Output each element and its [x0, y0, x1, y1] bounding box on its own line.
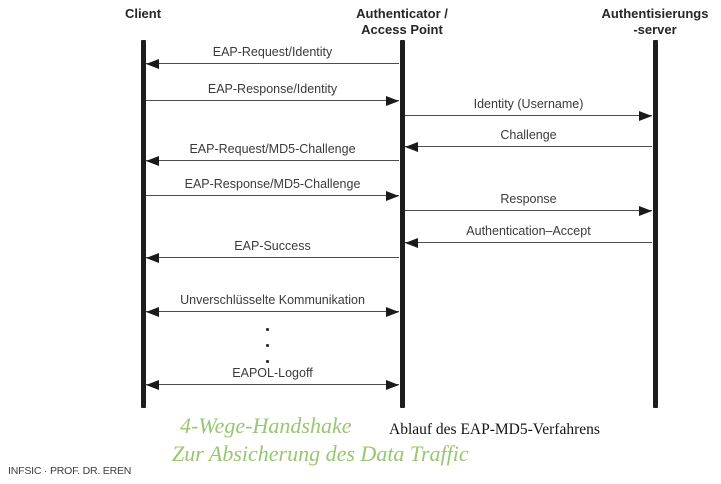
message-line — [146, 100, 399, 101]
message-label: EAP-Request/Identity — [212, 45, 333, 59]
message-label: Authentication–Accept — [466, 224, 591, 238]
message-label: EAP-Request/MD5-Challenge — [189, 142, 356, 156]
lifeline-authenticator — [399, 40, 405, 408]
message-line — [146, 311, 399, 312]
message-label: Response — [500, 192, 557, 206]
arrowhead-right-icon — [386, 95, 399, 106]
diagram-caption: Ablauf des EAP-MD5-Verfahrens — [389, 421, 600, 438]
handshake-caption-line2: Zur Absicherung des Data Traffic — [172, 441, 469, 466]
arrowhead-right-icon — [639, 110, 652, 121]
message-line — [146, 63, 399, 64]
message-label: EAPOL-Logoff — [232, 366, 313, 380]
message-line — [146, 257, 399, 258]
footer-author: INFSIC · PROF. DR. EREN — [8, 465, 132, 477]
arrowhead-right-icon — [639, 205, 652, 216]
arrowhead-right-icon — [386, 379, 399, 390]
actor-label-auth-server: Authentisierungs-server — [601, 6, 709, 37]
arrowhead-left-icon — [405, 141, 418, 152]
ellipsis-dot — [266, 360, 269, 363]
message-line — [146, 384, 399, 385]
message-label: EAP-Response/MD5-Challenge — [184, 177, 361, 191]
lifeline-auth-server — [652, 40, 658, 408]
message-line — [146, 160, 399, 161]
arrowhead-left-icon — [405, 237, 418, 248]
message-label: Unverschlüsselte Kommunikation — [180, 293, 365, 307]
ellipsis-dot — [266, 328, 269, 331]
message-line — [405, 242, 652, 243]
message-line — [405, 210, 652, 211]
message-label: Challenge — [500, 128, 557, 142]
arrowhead-right-icon — [386, 306, 399, 317]
arrowhead-left-icon — [146, 306, 159, 317]
lifeline-client — [140, 40, 146, 408]
arrowhead-left-icon — [146, 58, 159, 69]
actor-label-authenticator: Authenticator /Access Point — [356, 6, 448, 37]
message-label: EAP-Response/Identity — [207, 82, 338, 96]
arrowhead-right-icon — [386, 190, 399, 201]
message-line — [405, 146, 652, 147]
actor-label-client: Client — [124, 6, 162, 21]
ellipsis-dot — [266, 344, 269, 347]
message-line — [405, 115, 652, 116]
arrowhead-left-icon — [146, 379, 159, 390]
arrowhead-left-icon — [146, 252, 159, 263]
handshake-caption-line1: 4-Wege-Handshake — [180, 413, 352, 438]
message-label: EAP-Success — [234, 239, 311, 253]
arrowhead-left-icon — [146, 155, 159, 166]
message-label: Identity (Username) — [473, 97, 584, 111]
message-line — [146, 195, 399, 196]
